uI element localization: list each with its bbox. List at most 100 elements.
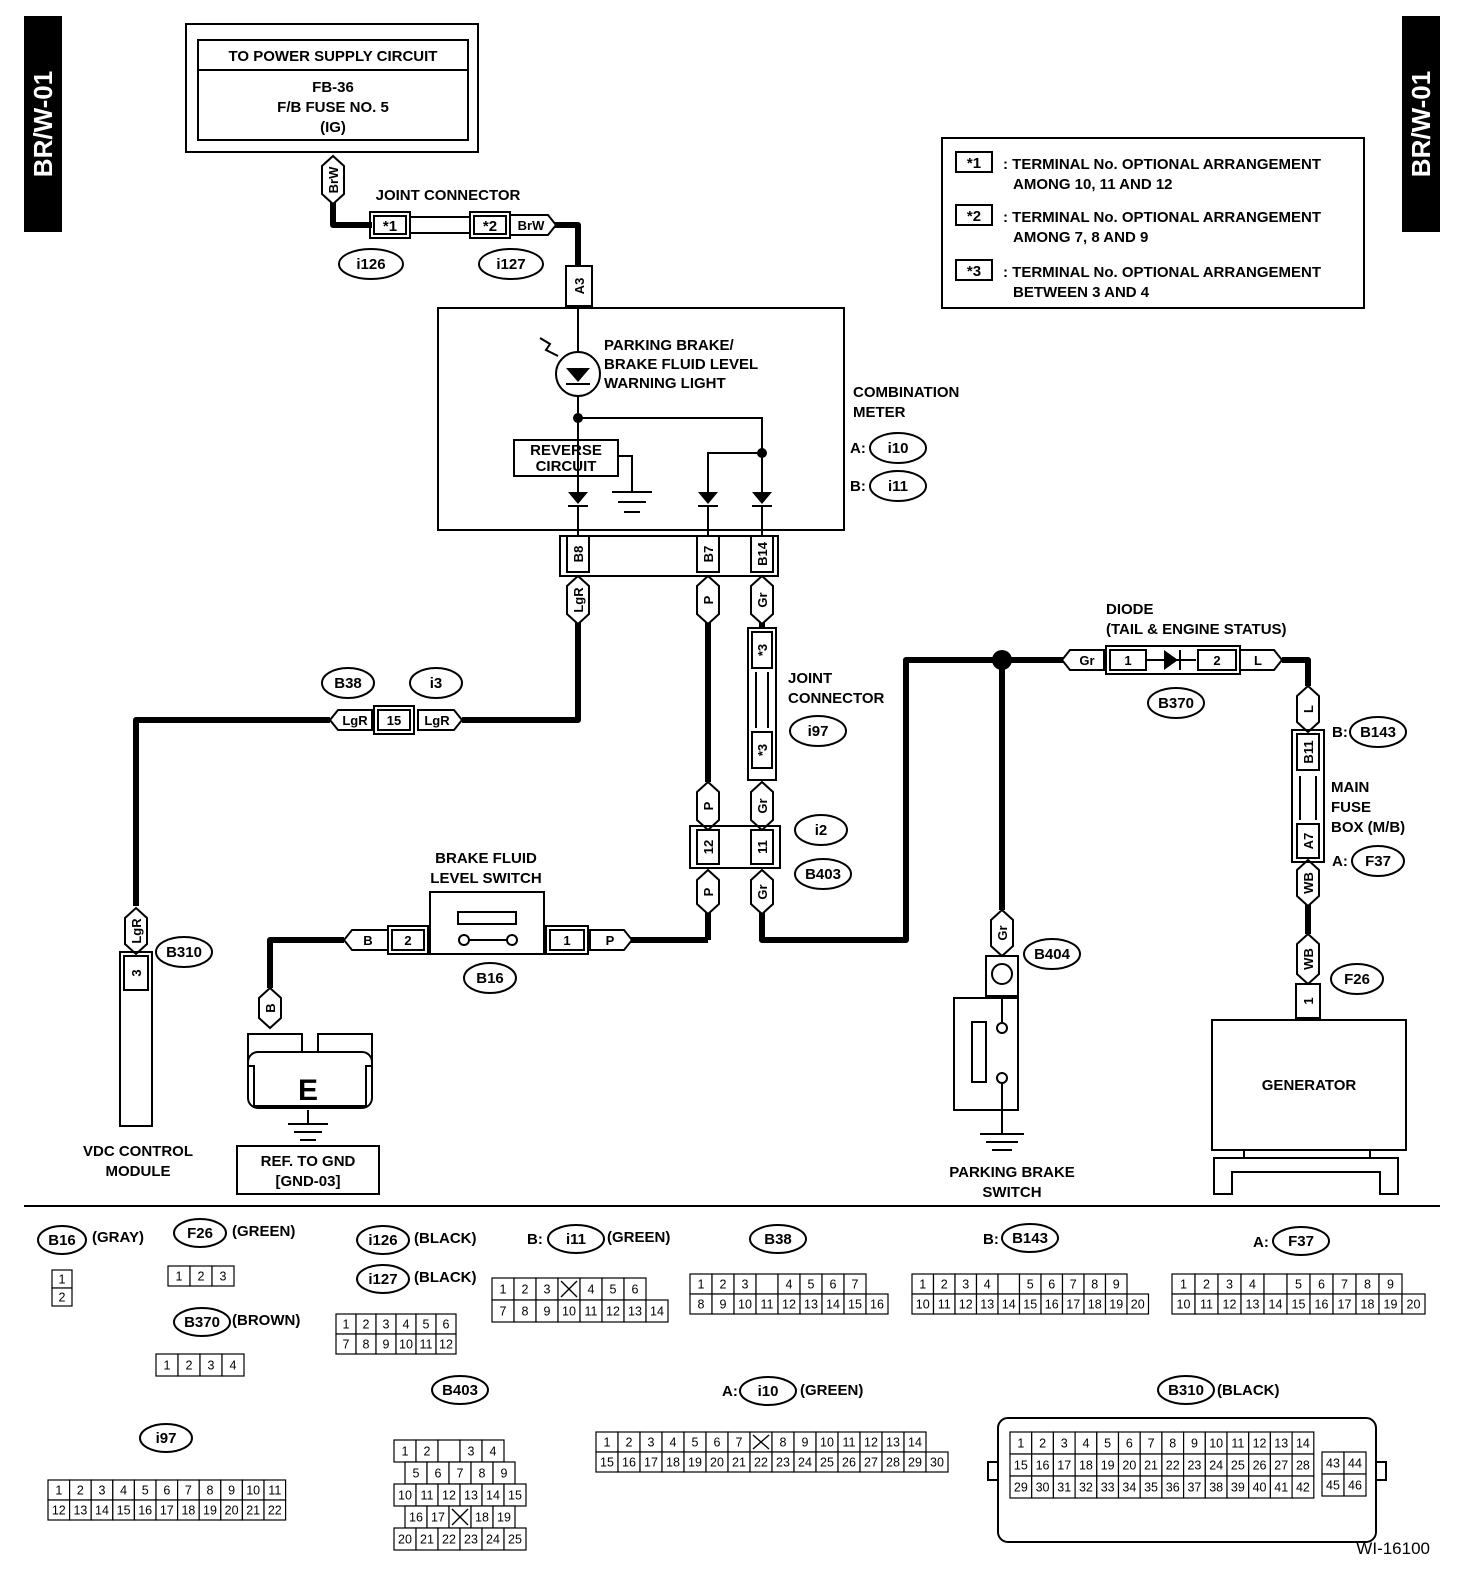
face-b310-pin: 15: [1014, 1459, 1028, 1473]
pin-star3-top: *3: [755, 644, 770, 656]
wire-tags: BrW BrW LgR P Gr LgR LgR P Gr P Gr B P: [124, 154, 1320, 1030]
face-b310-pin: 33: [1101, 1481, 1115, 1495]
pin-b11: B11: [1301, 740, 1316, 763]
conn-f37: F37: [1365, 853, 1391, 870]
face-i97-pin: 3: [99, 1484, 106, 1498]
face-i11-pin: 2: [522, 1283, 529, 1297]
face-b143-pin: 20: [1131, 1298, 1145, 1312]
face-i10-pin: 21: [732, 1456, 746, 1470]
face-i127-pin: 10: [399, 1338, 413, 1352]
face-i97-pin: 2: [77, 1484, 84, 1498]
face-i127-cell: [435, 1333, 457, 1355]
face-i127-pin: 11: [420, 1338, 433, 1352]
face-f37-pin: 15: [1292, 1298, 1306, 1312]
legend-text-3b: BETWEEN 3 AND 4: [1013, 284, 1150, 301]
face-i11-pin: 3: [544, 1283, 551, 1297]
face-b403-pin: 19: [497, 1511, 511, 1525]
face-b370-pin: 2: [186, 1359, 193, 1373]
face-b310-pin: 6: [1126, 1437, 1133, 1451]
face-f37-pin: 4: [1249, 1278, 1256, 1292]
face-i10-pin: 20: [710, 1456, 724, 1470]
wire-gr-5: Gr: [995, 925, 1010, 940]
face-b38-pin: 12: [782, 1298, 796, 1312]
conn-b310: B310: [166, 944, 202, 961]
face-i10-pin: 22: [754, 1456, 768, 1470]
face-b310-pin: 23: [1187, 1459, 1201, 1473]
face-b310-pin: 18: [1079, 1459, 1093, 1473]
legend-text-3a: : TERMINAL No. OPTIONAL ARRANGEMENT: [1003, 264, 1321, 281]
face-i97-pin: 20: [225, 1504, 239, 1518]
pin-star1: *1: [383, 218, 397, 235]
face-i97-pin: 14: [95, 1504, 109, 1518]
face-b38-pin: 5: [808, 1278, 815, 1292]
face-i10-pin: 29: [908, 1456, 922, 1470]
face-i97-pin: 12: [52, 1504, 66, 1518]
conn-i127: i127: [496, 256, 525, 273]
face-b143-pin: 17: [1066, 1298, 1080, 1312]
face-i11-blank: [560, 1280, 578, 1298]
face-b403-pin: 11: [421, 1489, 434, 1503]
face-b310-pin: 12: [1253, 1437, 1267, 1451]
face-i10-pin: 1: [604, 1436, 611, 1450]
face-b403-cell: [503, 1527, 527, 1551]
face-f37-pin: 20: [1407, 1298, 1421, 1312]
face-b16-cell: [51, 1287, 73, 1307]
face-b310-pin: 42: [1296, 1481, 1310, 1495]
warning-light-label-3: WARNING LIGHT: [604, 375, 726, 392]
face-b310-pin: 5: [1104, 1437, 1111, 1451]
face-i10-pin: 6: [714, 1436, 721, 1450]
face-b143-pin: 15: [1023, 1298, 1037, 1312]
pin-11: 11: [755, 840, 770, 854]
face-b310-pin: 24: [1209, 1459, 1223, 1473]
face-b310-color: (BLACK): [1217, 1382, 1279, 1399]
face-f26-pin: 2: [198, 1270, 205, 1284]
wires: [133, 160, 1311, 988]
face-b403-pin: 13: [464, 1489, 478, 1503]
conn-b403: B403: [805, 866, 841, 883]
face-i10-pin: 3: [648, 1436, 655, 1450]
face-b310-side-pin: 45: [1326, 1479, 1340, 1493]
face-b38-pin: 2: [720, 1278, 727, 1292]
wire-p-1: P: [701, 595, 716, 604]
face-b310-pin: 1: [1017, 1437, 1024, 1451]
face-b310-pin: 30: [1036, 1481, 1050, 1495]
diode-b370: DIODE (TAIL & ENGINE STATUS) 1 2 B370: [1105, 601, 1287, 719]
generator: 1 F26 GENERATOR: [1211, 963, 1407, 1195]
face-b310-pin: 8: [1169, 1437, 1176, 1451]
wire-brw-2: BrW: [518, 218, 545, 233]
parking-brake-label-2: SWITCH: [982, 1184, 1041, 1201]
wire-lgr-1: LgR: [571, 587, 586, 613]
face-b38-name: B38: [764, 1231, 792, 1248]
face-b403-name: B403: [442, 1382, 478, 1399]
face-f37-pin: 10: [1177, 1298, 1191, 1312]
conn-i97: i97: [808, 723, 829, 740]
vdc-label-2: MODULE: [106, 1163, 171, 1180]
face-i10-pin: 9: [802, 1436, 809, 1450]
face-b310-pin: 32: [1079, 1481, 1093, 1495]
face-i11-pin: 7: [500, 1305, 507, 1319]
face-b143-pin: 2: [941, 1278, 948, 1292]
face-b143-pin: 10: [916, 1298, 930, 1312]
face-i97-pin: 16: [138, 1504, 152, 1518]
face-b403-pin: 17: [431, 1511, 445, 1525]
face-i97-pin: 11: [268, 1484, 281, 1498]
face-b310-pin: 41: [1274, 1481, 1288, 1495]
face-i10-pin: 14: [908, 1436, 922, 1450]
legend-mark-3: *3: [967, 263, 981, 280]
wire-brw-1: BrW: [326, 166, 341, 193]
face-b38-pin: 8: [698, 1298, 705, 1312]
face-i97-pin: 6: [163, 1484, 170, 1498]
pin-15: 15: [387, 713, 401, 728]
face-b310-pin: 19: [1101, 1459, 1115, 1473]
face-b16-pin: 2: [59, 1291, 66, 1305]
conn-b16: B16: [476, 970, 504, 987]
face-b143-cell: [1126, 1293, 1150, 1315]
wire-l-2: L: [1301, 705, 1316, 713]
face-b310-cell: [1291, 1475, 1315, 1499]
face-i10-pin: 8: [780, 1436, 787, 1450]
face-f37-pin: 16: [1315, 1298, 1329, 1312]
main-fuse-label-1: MAIN: [1331, 779, 1369, 796]
face-b310-pin: 2: [1039, 1437, 1046, 1451]
connector-i2-b403: 12 11 i2 B403: [689, 814, 852, 890]
